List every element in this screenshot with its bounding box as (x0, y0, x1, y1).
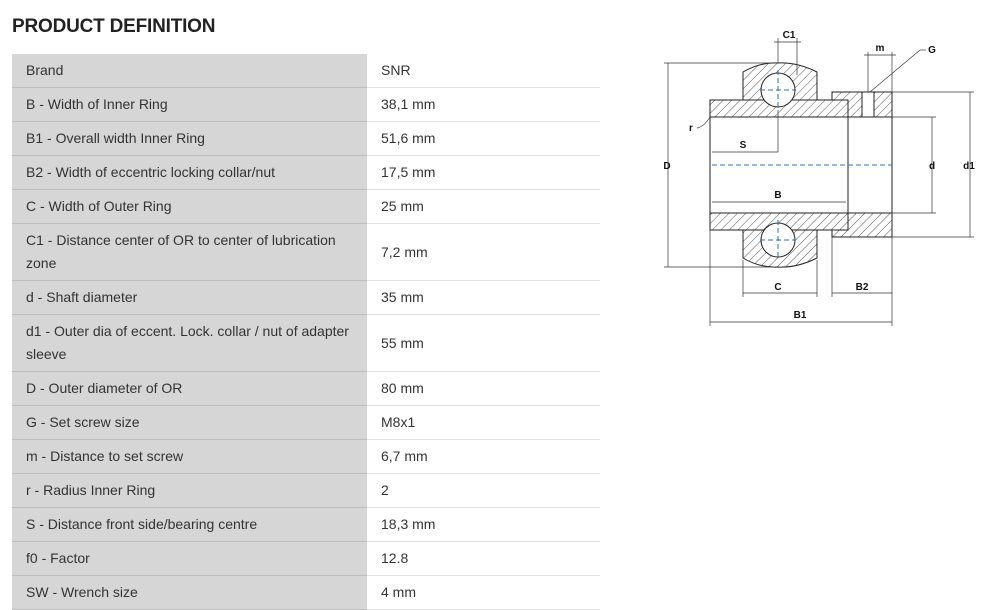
spec-label: m - Distance to set screw (12, 439, 367, 474)
spec-label: f0 - Factor (12, 541, 367, 576)
label-r: r (689, 123, 693, 134)
label-d1: d1 (963, 161, 975, 172)
label-B: B (774, 190, 781, 201)
label-d: d (929, 161, 935, 172)
spec-value: 18,3 mm (367, 507, 600, 542)
label-G: G (928, 45, 936, 56)
bearing-dimension-diagram: C1 m G r S D d d1 B C B2 B1 (663, 30, 975, 326)
spec-label: SW - Wrench size (12, 575, 367, 610)
spec-value: 2 (367, 473, 600, 508)
spec-value: SNR (367, 54, 600, 88)
spec-label: S - Distance front side/bearing centre (12, 507, 367, 542)
spec-value: 51,6 mm (367, 121, 600, 156)
label-D: D (663, 161, 670, 172)
label-C: C (774, 282, 781, 293)
spec-value: 17,5 mm (367, 155, 600, 190)
table-row: C1 - Distance center of OR to center of … (12, 223, 600, 281)
spec-label: G - Set screw size (12, 405, 367, 440)
spec-label: d1 - Outer dia of eccent. Lock. collar /… (12, 314, 367, 372)
spec-label: r - Radius Inner Ring (12, 473, 367, 508)
label-S: S (740, 140, 747, 151)
label-m: m (876, 43, 885, 54)
spec-value: 7,2 mm (367, 223, 600, 281)
spec-value: 80 mm (367, 371, 600, 406)
label-B2: B2 (856, 282, 869, 293)
spec-value: M8x1 (367, 405, 600, 440)
spec-value: 55 mm (367, 314, 600, 372)
spec-label: B2 - Width of eccentric locking collar/n… (12, 155, 367, 190)
spec-label: C - Width of Outer Ring (12, 189, 367, 224)
label-B1: B1 (794, 310, 807, 321)
spec-value: 6,7 mm (367, 439, 600, 474)
spec-label: D - Outer diameter of OR (12, 371, 367, 406)
table-row: d1 - Outer dia of eccent. Lock. collar /… (12, 314, 600, 372)
spec-value: 38,1 mm (367, 87, 600, 122)
spec-value: 12.8 (367, 541, 600, 576)
spec-value: 35 mm (367, 280, 600, 315)
spec-label: Brand (12, 54, 367, 88)
set-screw (861, 91, 875, 118)
spec-label: d - Shaft diameter (12, 280, 367, 315)
table-row: B2 - Width of eccentric locking collar/n… (12, 155, 600, 190)
spec-value: 25 mm (367, 189, 600, 224)
spec-label: C1 - Distance center of OR to center of … (12, 223, 367, 281)
label-C1: C1 (783, 30, 796, 41)
page-title: PRODUCT DEFINITION (12, 16, 216, 37)
spec-label: B1 - Overall width Inner Ring (12, 121, 367, 156)
spec-value: 4 mm (367, 575, 600, 610)
spec-label: B - Width of Inner Ring (12, 87, 367, 122)
